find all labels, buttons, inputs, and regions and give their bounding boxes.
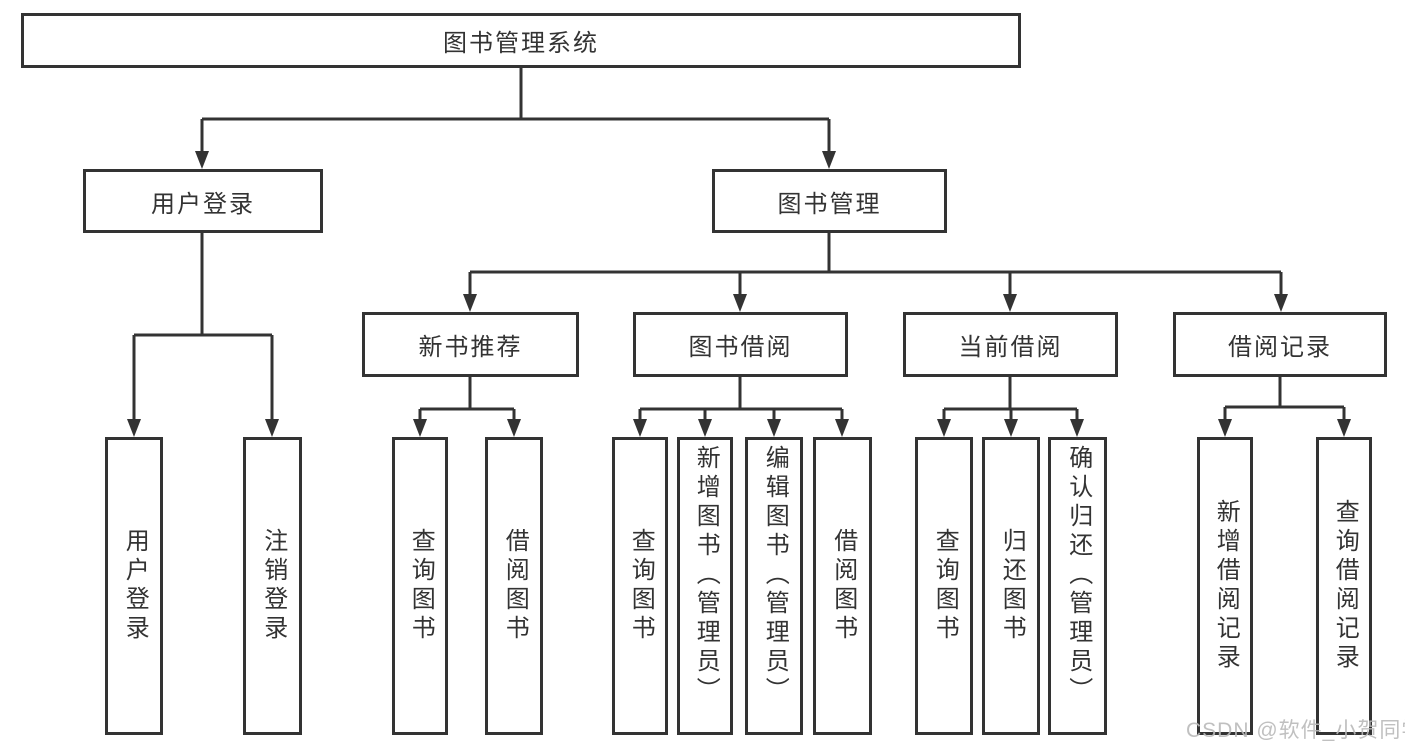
node-user-login: 用户登录 (83, 169, 323, 233)
node-label: 新增图书（管理员） (692, 445, 720, 706)
node-borrow-records: 借阅记录 (1173, 312, 1387, 377)
node-new-book-recommendation: 新书推荐 (362, 312, 579, 377)
node-label: 新书推荐 (418, 334, 523, 361)
leaf-edit-books-admin: 编辑图书（管理员） (745, 437, 803, 735)
leaf-query-books-borrowing: 查询图书 (612, 437, 668, 735)
node-label: 归还图书 (998, 528, 1026, 644)
node-label: 图书借阅 (688, 334, 793, 361)
node-label: 查询图书 (627, 528, 655, 644)
node-label: 新增借阅记录 (1212, 499, 1240, 673)
node-label: 确认归还（管理员） (1064, 445, 1092, 706)
node-label: 图书管理系统 (443, 30, 599, 57)
leaf-add-borrow-record: 新增借阅记录 (1197, 437, 1253, 735)
node-label: 注销登录 (259, 528, 287, 644)
node-label: 借阅记录 (1228, 334, 1332, 361)
node-library-management-system: 图书管理系统 (21, 13, 1021, 68)
arrow-down-icon (127, 151, 1351, 437)
leaf-query-books-current: 查询图书 (915, 437, 973, 735)
node-book-management: 图书管理 (712, 169, 947, 233)
leaf-borrow-books-borrowing: 借阅图书 (813, 437, 872, 735)
node-label: 用户登录 (151, 190, 255, 218)
leaf-query-borrow-record: 查询借阅记录 (1316, 437, 1372, 735)
node-label: 借阅图书 (829, 528, 857, 644)
node-label: 编辑图书（管理员） (761, 445, 789, 706)
leaf-confirm-return-admin: 确认归还（管理员） (1048, 437, 1107, 735)
node-label: 查询借阅记录 (1331, 499, 1359, 673)
watermark: CSDN @软件_小贺同学 (1186, 719, 1405, 742)
node-label: 查询图书 (931, 528, 959, 644)
node-label: 图书管理 (777, 190, 882, 218)
leaf-borrow-books-recommend: 借阅图书 (485, 437, 543, 735)
node-label: 用户登录 (121, 528, 149, 644)
node-label: 查询图书 (407, 528, 435, 644)
leaf-logout: 注销登录 (243, 437, 302, 735)
leaf-user-login: 用户登录 (105, 437, 163, 735)
node-book-borrowing: 图书借阅 (633, 312, 848, 377)
node-label: 借阅图书 (501, 528, 529, 644)
leaf-query-books-recommend: 查询图书 (392, 437, 448, 735)
leaf-return-books: 归还图书 (982, 437, 1040, 735)
node-current-borrowing: 当前借阅 (903, 312, 1118, 377)
leaf-add-books-admin: 新增图书（管理员） (677, 437, 733, 735)
node-label: 当前借阅 (958, 334, 1063, 361)
